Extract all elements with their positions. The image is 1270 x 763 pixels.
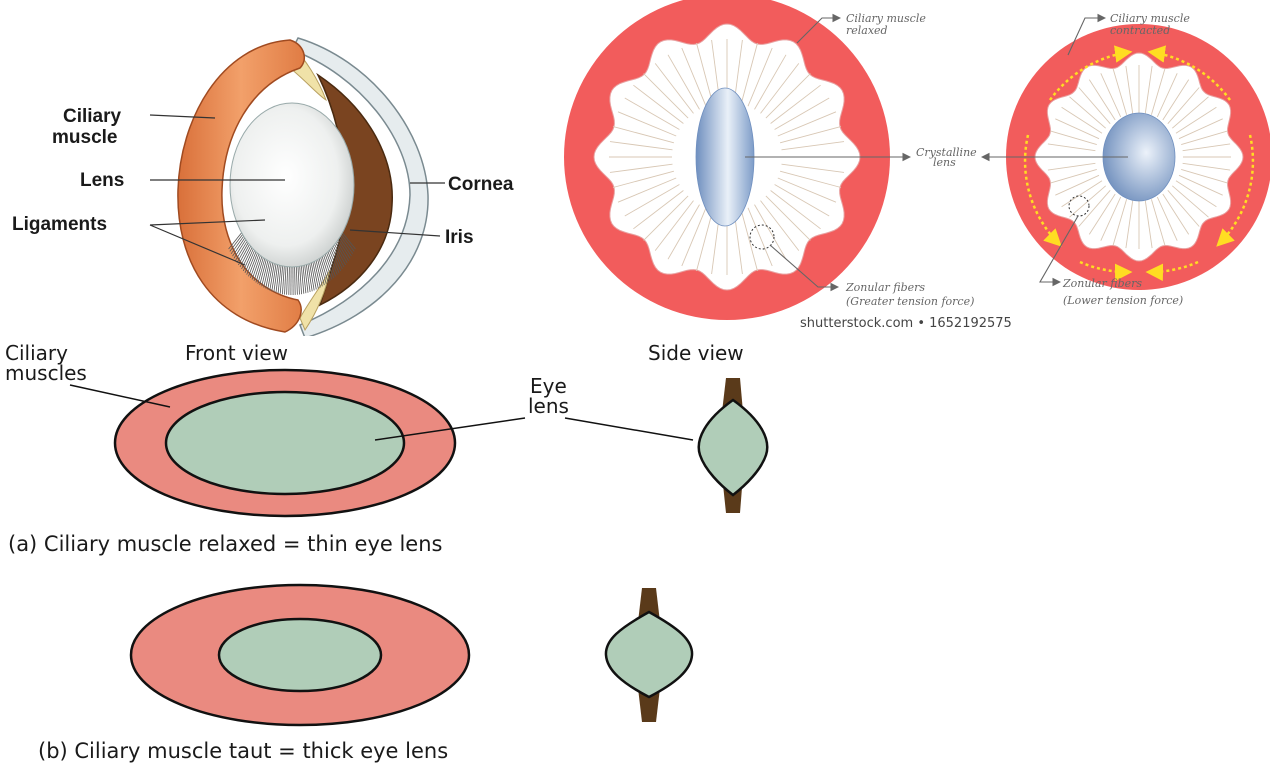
label-zonular-right-2: (Lower tension force) bbox=[1063, 294, 1183, 307]
ligament-fiber bbox=[306, 265, 310, 292]
taut-front-lens bbox=[219, 619, 381, 691]
relaxed-ciliary-diagram bbox=[564, 0, 890, 320]
label-contracted-2: contracted bbox=[1110, 24, 1170, 37]
ligament-fiber bbox=[285, 267, 287, 295]
ligament-fiber bbox=[234, 240, 246, 259]
label-zonular-left-1: Zonular fibers bbox=[845, 281, 925, 294]
label-ciliary-2: muscle bbox=[52, 127, 117, 148]
ligament-fiber bbox=[287, 267, 288, 295]
ligament-fiber bbox=[274, 265, 278, 292]
label-zonular-left-2: (Greater tension force) bbox=[846, 295, 974, 308]
label-zonular-right-1: Zonular fibers bbox=[1062, 277, 1142, 290]
label-eye-2: lens bbox=[528, 394, 569, 418]
lens-shape bbox=[230, 103, 354, 267]
watermark-text: shutterstock.com • 1652192575 bbox=[800, 316, 1012, 331]
ligament-fiber bbox=[237, 243, 248, 263]
label-ciliary-1: Ciliary bbox=[63, 106, 122, 127]
ligament-fiber bbox=[298, 267, 300, 295]
label-lens: Lens bbox=[80, 170, 124, 191]
relaxed-front-lens bbox=[166, 392, 404, 494]
ligament-fiber bbox=[300, 266, 302, 294]
label-crystalline-2: lens bbox=[933, 156, 956, 169]
front-side-view-diagram: Ciliary muscles Front view Side view Eye… bbox=[0, 336, 808, 763]
label-side-view: Side view bbox=[648, 341, 744, 365]
ligament-fiber bbox=[289, 267, 290, 295]
ligament-fiber bbox=[296, 267, 297, 295]
label-iris: Iris bbox=[445, 227, 474, 248]
ligament-fiber bbox=[231, 236, 244, 254]
label-front-view: Front view bbox=[185, 341, 288, 365]
label-ciliary-muscles-2: muscles bbox=[5, 361, 87, 385]
label-relaxed-2: relaxed bbox=[846, 24, 888, 37]
ligament-fiber bbox=[233, 238, 245, 256]
ligament-fiber bbox=[282, 266, 284, 294]
caption-a: (a) Ciliary muscle relaxed = thin eye le… bbox=[8, 532, 442, 556]
label-cornea: Cornea bbox=[448, 174, 514, 195]
label-ligaments: Ligaments bbox=[12, 214, 107, 235]
ligament-fiber bbox=[230, 235, 243, 252]
ligament-fiber bbox=[254, 257, 262, 281]
ligament-fiber bbox=[235, 241, 247, 260]
ligament-fiber bbox=[229, 233, 242, 249]
caption-b: (b) Ciliary muscle taut = thick eye lens bbox=[38, 739, 448, 763]
eye-anatomy-illustration: Ciliary muscle Lens Ligaments Cornea Iri… bbox=[12, 38, 514, 338]
ligament-fiber bbox=[295, 267, 296, 295]
